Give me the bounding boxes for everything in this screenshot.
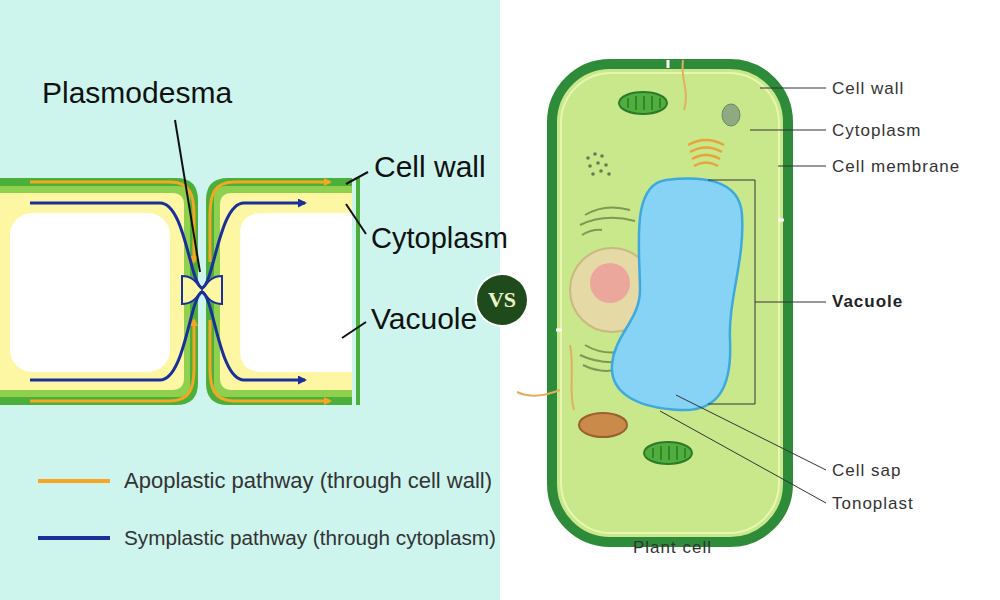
symplastic-arrows xyxy=(30,203,305,380)
organelle-label: Cell membrane xyxy=(832,157,960,177)
plasmodesma-channel xyxy=(182,276,222,304)
panel-background xyxy=(0,0,500,600)
plant-cell xyxy=(517,60,788,542)
part-label: Cell wall xyxy=(374,150,486,185)
organelle-label: Plant cell xyxy=(633,538,712,558)
organelle-label: Vacuole xyxy=(832,292,903,312)
badge-text: VS xyxy=(488,287,516,313)
legend-swatch xyxy=(38,536,110,540)
left-cell xyxy=(0,178,198,405)
right-cell xyxy=(206,175,360,408)
vs-badge: VS xyxy=(477,275,527,325)
leader-lines xyxy=(175,120,368,338)
part-label: Cytoplasm xyxy=(371,222,508,255)
part-label: Plasmodesma xyxy=(42,76,232,111)
legend-text: Symplastic pathway (through cytoplasm) xyxy=(124,526,496,550)
leader-lines xyxy=(660,88,826,503)
organelle-label: Cytoplasm xyxy=(832,121,921,141)
legend-text: Apoplastic pathway (through cell wall) xyxy=(124,468,492,493)
organelle-label: Tonoplast xyxy=(832,494,914,514)
organelle-label: Cell wall xyxy=(832,79,904,99)
part-label: Vacuole xyxy=(371,302,477,337)
apoplastic-arrows xyxy=(30,182,330,401)
organelle-label: Cell sap xyxy=(832,461,901,481)
legend-swatch xyxy=(38,479,110,483)
